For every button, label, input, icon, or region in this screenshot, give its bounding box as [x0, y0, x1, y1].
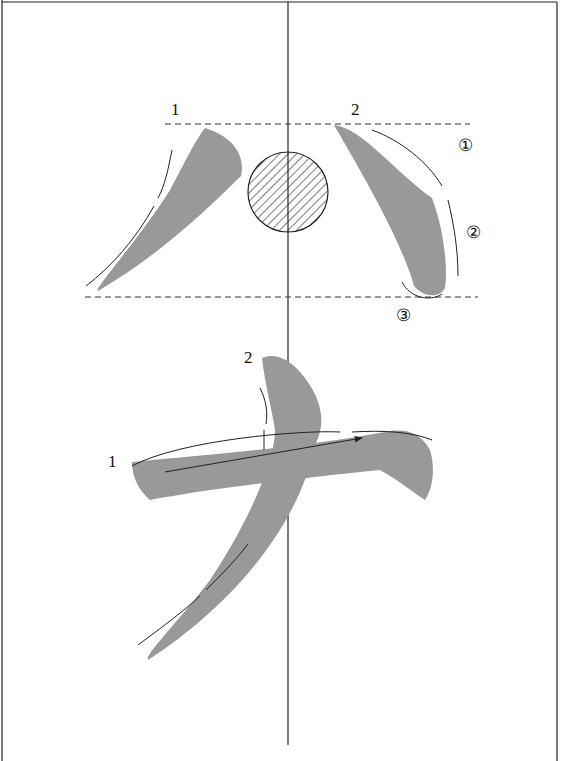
hatched-circle [248, 152, 328, 232]
callout-number: 2 [244, 349, 253, 366]
callout-number: ① [458, 137, 473, 154]
guide-dash [165, 124, 470, 125]
guide-curve [206, 544, 248, 590]
callout-number: ③ [396, 307, 411, 324]
callout-number: 2 [351, 101, 360, 118]
guide-curve [448, 200, 458, 276]
guide-curve [260, 388, 267, 424]
brush-stroke [334, 125, 446, 295]
guide-curve [132, 432, 340, 466]
brush-stroke [97, 128, 242, 291]
guide-curve [158, 150, 172, 198]
callout-number: 1 [108, 453, 117, 470]
brush-stroke [148, 356, 322, 660]
guide-curve [86, 206, 154, 286]
callout-number: 1 [171, 101, 180, 118]
direction-arrow [165, 438, 362, 472]
guide-curve [372, 130, 442, 186]
callout-number: ② [466, 224, 481, 241]
guide-curve [264, 430, 265, 450]
guide-curve [402, 282, 442, 298]
guide-curve [352, 431, 432, 440]
guide-curve [138, 596, 200, 645]
